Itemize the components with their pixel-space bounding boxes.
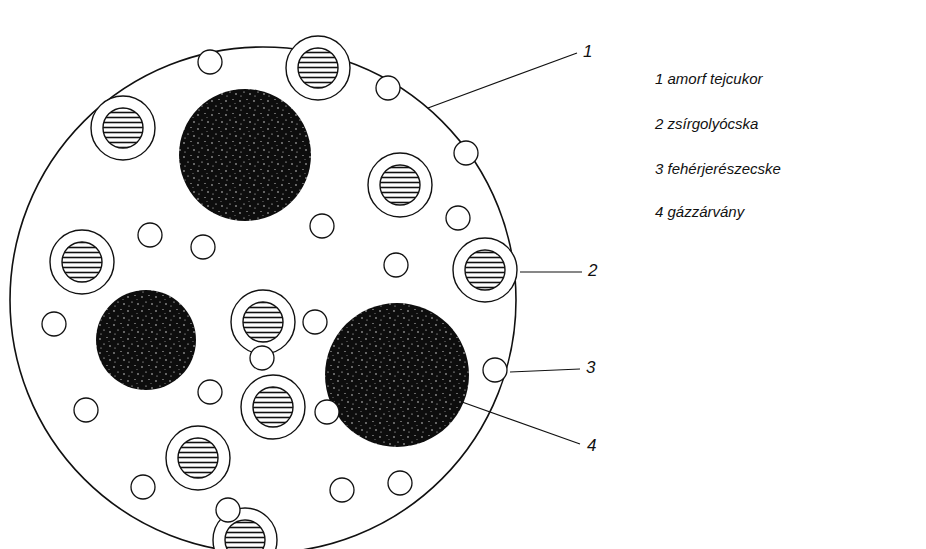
globule-core [178,438,218,478]
protein-particle [191,235,215,259]
protein-particle [138,223,162,247]
key-entry: 1 amorf tejcukor [655,70,763,88]
protein-particle [198,50,222,74]
key-entry: 3 fehérjerészecske [655,160,781,178]
callout-number: 1 [583,42,592,62]
callout-number: 2 [588,261,597,281]
globule-core [62,242,102,282]
globule-membrane [241,375,305,439]
key-entry: 4 gázzárvány [655,203,744,221]
protein-particle [483,358,507,382]
powder-particle-outline [10,47,516,549]
protein-particle [315,400,339,424]
globule-core [380,165,420,205]
leader-lines [428,53,582,444]
globule-core [465,250,505,290]
leader-line [510,369,580,372]
globule-membrane [50,230,114,294]
fat-globule [286,36,350,100]
fat-globule [231,290,295,354]
protein-particle [216,498,240,522]
globule-core [103,108,143,148]
gas-inclusion [179,89,311,221]
protein-particle [384,253,408,277]
gas-inclusion [96,290,196,390]
leader-line [520,271,582,272]
protein-particle [330,478,354,502]
protein-particle [454,141,478,165]
fat-globule [453,238,517,302]
callout-number: 4 [587,436,596,456]
protein-particles [42,50,507,522]
protein-particle [446,206,470,230]
protein-particle [388,471,412,495]
globule-membrane [91,96,155,160]
fat-globule [241,375,305,439]
gas-inclusion [325,303,469,447]
leader-line [462,402,580,444]
protein-particle [376,76,400,100]
protein-particle [42,312,66,336]
globule-membrane [231,290,295,354]
fat-globule [91,96,155,160]
fat-globule [50,230,114,294]
globule-membrane [166,426,230,490]
fat-globule [166,426,230,490]
protein-particle [303,310,327,334]
globule-membrane [453,238,517,302]
globule-core [225,520,265,549]
callout-number: 3 [586,358,595,378]
protein-particle [131,475,155,499]
globule-core [253,387,293,427]
globule-core [243,302,283,342]
fat-globule [368,153,432,217]
globule-membrane [368,153,432,217]
globule-core [298,48,338,88]
key-entry: 2 zsírgolyócska [655,115,758,133]
protein-particle [74,398,98,422]
protein-particle [250,346,274,370]
globule-membrane [286,36,350,100]
leader-line [428,53,577,108]
fat-globules [50,36,517,549]
protein-particle [310,214,334,238]
protein-particle [198,380,222,404]
